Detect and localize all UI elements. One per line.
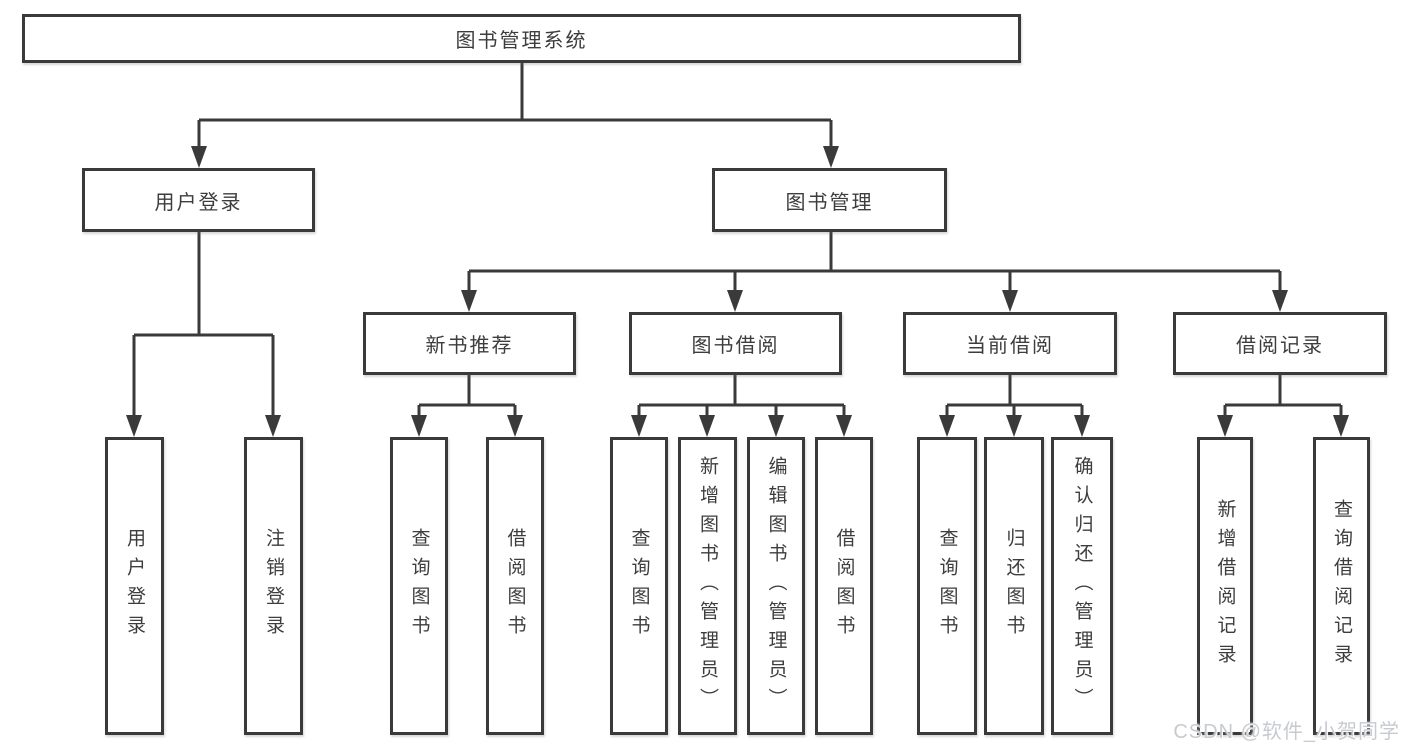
leaf-add-book-admin-label: 新增图书（管理员） [697,455,718,717]
node-user-login: 用户登录 [82,168,315,232]
leaf-query-books-recommend: 查询图书 [390,437,448,735]
leaf-logout-label: 注销登录 [263,528,284,644]
connector-current-borrowing-to-children [939,375,1090,437]
leaf-return-book-label: 归还图书 [1003,528,1025,644]
leaf-logout: 注销登录 [244,437,303,735]
leaf-edit-book-admin-label: 编辑图书（管理员） [765,455,787,717]
csdn-watermark: CSDN @软件_小贺同学 [1173,721,1400,743]
node-library-system-label: 图书管理系统 [455,30,588,52]
leaf-borrow-books-recommend: 借阅图书 [486,437,544,735]
leaf-confirm-return-admin-label: 确认归还（管理员） [1071,455,1093,717]
node-new-book-recommend-label: 新书推荐 [425,335,514,357]
leaf-add-borrow-record-label: 新增借阅记录 [1214,499,1236,673]
connector-new-book-recommend-to-children [411,375,523,437]
leaf-query-books-current-label: 查询图书 [936,528,958,644]
node-book-borrowing-label: 图书借阅 [691,335,780,357]
leaf-query-books-borrowing: 查询图书 [610,437,668,735]
leaf-edit-book-admin: 编辑图书（管理员） [747,437,805,735]
connector-book-management-to-level3 [461,232,1288,312]
leaf-confirm-return-admin: 确认归还（管理员） [1051,437,1113,735]
node-library-system: 图书管理系统 [22,14,1021,63]
leaf-borrow-books-recommend-label: 借阅图书 [504,528,526,644]
leaf-query-books-current: 查询图书 [917,437,977,735]
node-book-management: 图书管理 [712,168,947,232]
node-new-book-recommend: 新书推荐 [363,312,576,375]
leaf-return-book: 归还图书 [984,437,1044,735]
leaf-query-borrow-record-label: 查询借阅记录 [1331,499,1352,673]
connector-user-login-to-children [126,232,281,437]
node-borrow-records: 借阅记录 [1173,312,1387,375]
node-current-borrowing: 当前借阅 [903,312,1117,375]
leaf-add-borrow-record: 新增借阅记录 [1197,437,1253,735]
connector-borrow-records-to-children [1217,375,1349,437]
leaf-query-borrow-record: 查询借阅记录 [1313,437,1370,735]
leaf-borrow-books: 借阅图书 [815,437,873,735]
leaf-query-books-recommend-label: 查询图书 [408,528,430,644]
connector-book-borrowing-to-children [631,375,852,437]
leaf-borrow-books-label: 借阅图书 [833,528,855,644]
node-book-borrowing: 图书借阅 [629,312,842,375]
connector-root-to-level2 [191,63,839,168]
leaf-add-book-admin: 新增图书（管理员） [678,437,737,735]
leaf-query-books-borrowing-label: 查询图书 [628,528,650,644]
node-user-login-label: 用户登录 [154,191,243,214]
leaf-user-login: 用户登录 [105,437,164,735]
node-current-borrowing-label: 当前借阅 [966,335,1054,357]
node-book-management-label: 图书管理 [785,191,874,214]
leaf-user-login-label: 用户登录 [124,528,145,644]
node-borrow-records-label: 借阅记录 [1236,335,1324,357]
